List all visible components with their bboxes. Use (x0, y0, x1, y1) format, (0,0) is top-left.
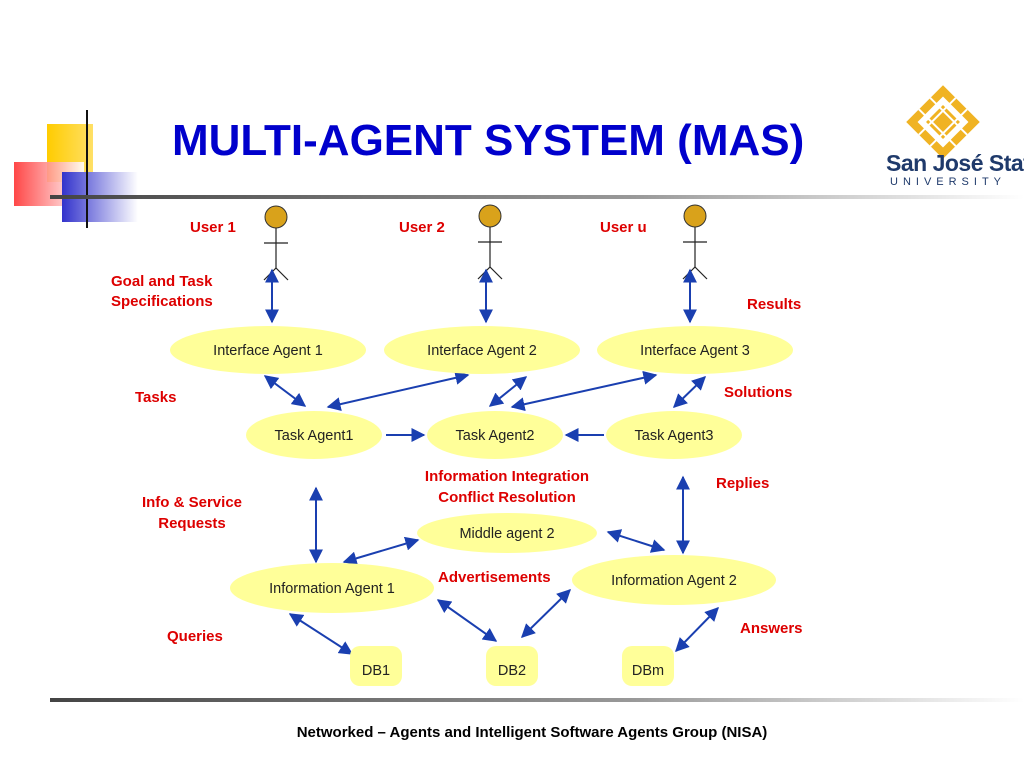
interface-agent-1: Interface Agent 1 (170, 326, 366, 374)
integration-label-line2: Conflict Resolution (438, 489, 576, 506)
task-agent-2-label: Task Agent2 (456, 428, 535, 444)
task-agent-2: Task Agent2 (427, 411, 563, 459)
interface-agent-1-label: Interface Agent 1 (213, 343, 323, 359)
solutions-label: Solutions (724, 384, 792, 401)
db1-label: DB1 (362, 663, 390, 679)
interface-agent-2-label: Interface Agent 2 (427, 343, 537, 359)
answers-label: Answers (740, 620, 803, 637)
header-divider (50, 195, 1024, 199)
connectors (263, 268, 719, 655)
user-figure-1 (263, 205, 289, 281)
arrow-middle-info1 (342, 536, 420, 566)
goal-label-line1: Goal and Task (111, 273, 213, 290)
footer-divider (50, 698, 1024, 702)
task-agent-3: Task Agent3 (606, 411, 742, 459)
arrow-info1-db1 (288, 613, 354, 655)
database-dbm: DBm (622, 646, 674, 686)
arrow-info2-dbm (675, 606, 719, 653)
tasks-label: Tasks (135, 389, 176, 406)
advertisements-label: Advertisements (438, 569, 551, 586)
arrow-info2-db2 (520, 589, 572, 638)
information-agent-1-label: Information Agent 1 (269, 581, 395, 597)
results-label: Results (747, 296, 801, 313)
arrow-ia3-ta3 (672, 376, 707, 408)
middle-agent-label: Middle agent 2 (459, 526, 554, 542)
database-db1: DB1 (350, 646, 402, 686)
info-requests-label-line1: Info & Service (142, 494, 242, 511)
user-u-label: User u (600, 219, 647, 236)
task-agent-3-label: Task Agent3 (635, 428, 714, 444)
information-agent-1: Information Agent 1 (230, 563, 434, 613)
arrow-ia2-ta1 (326, 370, 470, 412)
integration-label-line1: Information Integration (425, 468, 589, 485)
info-requests-label-line2: Requests (158, 515, 226, 532)
logo-name: San José State (886, 150, 1024, 176)
sjsu-diamond-logo (906, 85, 980, 159)
user-1-label: User 1 (190, 219, 236, 236)
slide-footer: Networked – Agents and Intelligent Softw… (296, 724, 768, 741)
middle-agent-2: Middle agent 2 (417, 513, 597, 553)
goal-label-line2: Specifications (111, 293, 213, 310)
interface-agent-3-label: Interface Agent 3 (640, 343, 750, 359)
arrow-middle-info2 (606, 529, 666, 553)
arrow-ia3-ta2 (510, 370, 658, 412)
user-2-label: User 2 (399, 219, 445, 236)
dbm-label: DBm (632, 663, 664, 679)
interface-agent-3: Interface Agent 3 (597, 326, 793, 374)
database-db2: DB2 (486, 646, 538, 686)
task-agent-1: Task Agent1 (246, 411, 382, 459)
logo-subtitle: UNIVERSITY (890, 176, 1007, 188)
replies-label: Replies (716, 475, 769, 492)
information-agent-2: Information Agent 2 (572, 555, 776, 605)
user-figure-u (682, 204, 708, 280)
arrow-info1-db2 (436, 599, 498, 642)
arrow-ia2-ta2 (488, 376, 528, 407)
queries-label: Queries (167, 628, 223, 645)
information-agent-2-label: Information Agent 2 (611, 573, 737, 589)
arrow-ia1-ta1 (263, 375, 307, 407)
user-figure-2 (477, 204, 503, 280)
db2-label: DB2 (498, 663, 526, 679)
task-agent-1-label: Task Agent1 (275, 428, 354, 444)
slide-title: MULTI-AGENT SYSTEM (MAS) (172, 116, 805, 165)
interface-agent-2: Interface Agent 2 (384, 326, 580, 374)
